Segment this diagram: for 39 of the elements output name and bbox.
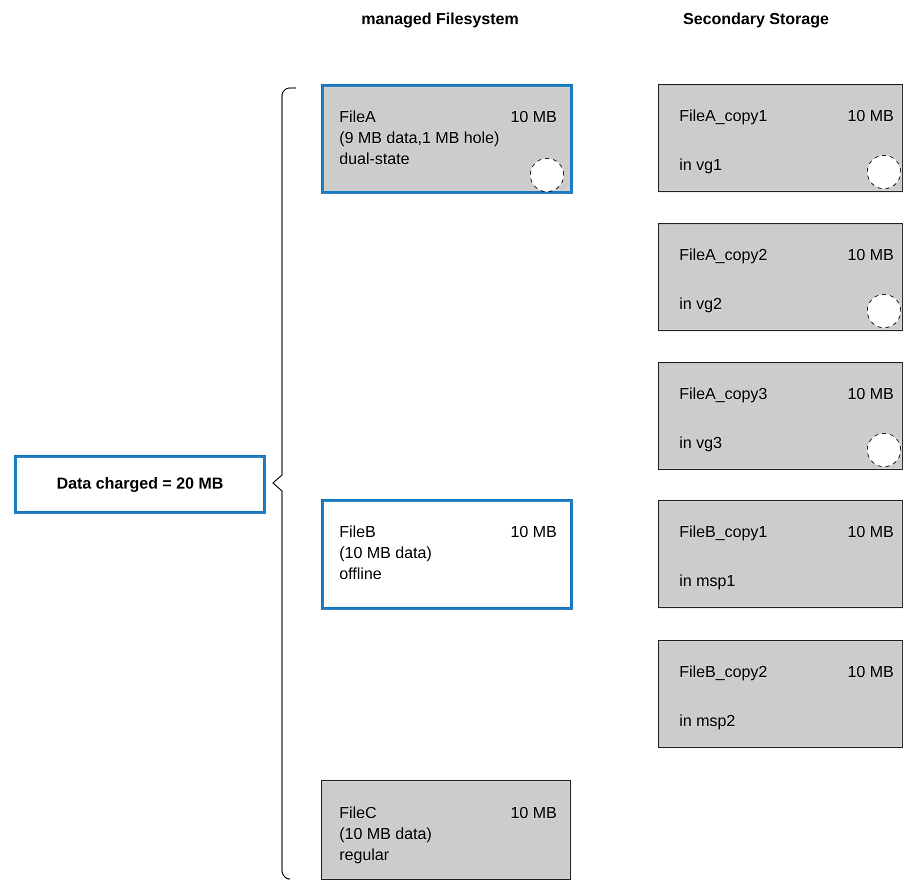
- file-box: [321, 84, 573, 194]
- file-detail: in vg3: [680, 436, 722, 452]
- file-name: FileA_copy2: [680, 248, 766, 264]
- file-box: [321, 499, 573, 610]
- file-name: FileB_copy1: [680, 525, 767, 540]
- file-detail: offline: [340, 567, 381, 580]
- file-detail: (10 MB data): [340, 827, 431, 842]
- file-name: FileA_copy1: [680, 109, 767, 124]
- file-detail: in vg1: [680, 158, 722, 174]
- size-label: 10 MB: [512, 110, 556, 122]
- file-detail: in vg2: [680, 297, 722, 312]
- file-name: FileA: [340, 110, 376, 122]
- file-name: FileB: [340, 525, 375, 538]
- file-detail: dual-state: [340, 152, 409, 164]
- column-heading: Secondary Storage: [684, 12, 828, 28]
- size-label: 10 MB: [848, 248, 893, 260]
- size-label: 10 MB: [512, 806, 556, 818]
- column-heading: managed Filesystem: [362, 12, 518, 28]
- file-box: [658, 640, 903, 748]
- file-name: FileC: [340, 806, 376, 818]
- summary-box: [14, 455, 266, 514]
- file-box: [321, 780, 572, 880]
- file-detail: regular: [340, 848, 389, 864]
- size-label: 10 MB: [512, 526, 556, 538]
- size-label: 10 MB: [848, 526, 893, 538]
- file-name: FileB_copy2: [680, 665, 766, 680]
- file-detail: in msp1: [680, 574, 734, 590]
- size-label: 10 MB: [848, 110, 893, 122]
- file-detail: (10 MB data): [340, 546, 431, 562]
- file-box: [658, 362, 903, 470]
- size-label: 10 MB: [848, 666, 893, 678]
- file-detail: in msp2: [680, 714, 734, 730]
- file-name: FileA_copy3: [680, 387, 767, 402]
- file-detail: (9 MB data,1 MB hole): [340, 131, 498, 146]
- file-box: [658, 500, 903, 608]
- size-label: 10 MB: [848, 388, 893, 400]
- file-box: [658, 84, 903, 192]
- file-box: [658, 223, 903, 332]
- box-label: Data charged = 20 MB: [58, 476, 223, 492]
